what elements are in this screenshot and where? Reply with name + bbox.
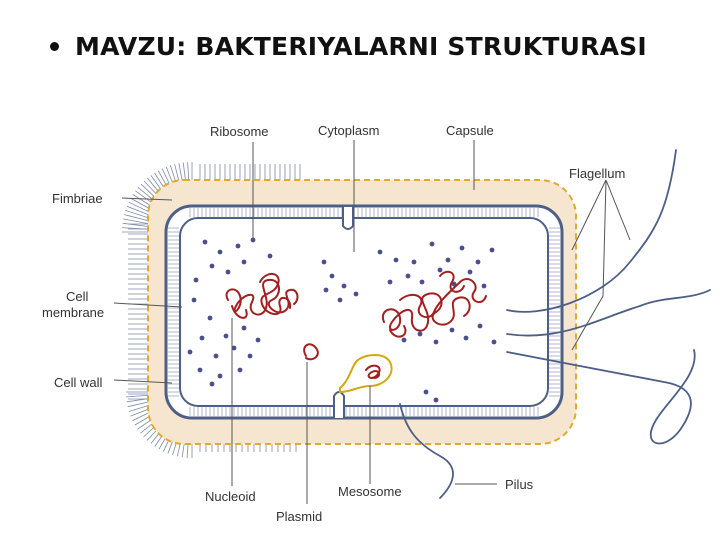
ribosome-dot bbox=[329, 273, 335, 279]
ribosome-dot bbox=[209, 381, 215, 387]
ribosome-dot bbox=[353, 291, 359, 297]
ribosome-dot bbox=[489, 247, 495, 253]
ribosome-dot bbox=[197, 367, 203, 373]
plasmid bbox=[303, 343, 319, 361]
ribosomes bbox=[187, 237, 497, 403]
label-cell-membrane-line2: membrane bbox=[42, 305, 104, 320]
label-cell-membrane-line1: Cell bbox=[66, 289, 89, 304]
mesosome bbox=[339, 354, 393, 394]
ribosome-dot bbox=[481, 283, 487, 289]
ribosome-dot bbox=[341, 283, 347, 289]
ribosome-dot bbox=[321, 259, 327, 265]
ribosome-dot bbox=[337, 297, 343, 303]
ribosome-dot bbox=[467, 269, 473, 275]
label-cell-wall: Cell wall bbox=[54, 375, 103, 390]
ribosome-dot bbox=[387, 279, 393, 285]
ribosome-dot bbox=[237, 367, 243, 373]
cell-wall-texture bbox=[168, 208, 560, 416]
slide-title-text: MAVZU: BAKTERIYALARNI STRUKTURASI bbox=[75, 31, 647, 61]
ribosome-dot bbox=[191, 297, 197, 303]
ribosome-dot bbox=[235, 243, 241, 249]
ribosome-dot bbox=[475, 259, 481, 265]
flagellum-2 bbox=[506, 289, 711, 337]
flagellum-1 bbox=[506, 149, 677, 313]
ribosome-dot bbox=[213, 353, 219, 359]
ribosome-dot bbox=[207, 315, 213, 321]
label-cytoplasm: Cytoplasm bbox=[318, 123, 379, 138]
ribosome-dot bbox=[323, 287, 329, 293]
cell-membrane bbox=[179, 217, 549, 407]
label-ribosome: Ribosome bbox=[210, 124, 269, 139]
ribosome-dot bbox=[223, 333, 229, 339]
ribosome-dot bbox=[241, 325, 247, 331]
ribosome-dot bbox=[267, 253, 273, 259]
ribosome-dot bbox=[187, 349, 193, 355]
ribosome-dot bbox=[433, 397, 439, 403]
ribosome-dot bbox=[477, 323, 483, 329]
ribosome-dot bbox=[437, 267, 443, 273]
leader-lines bbox=[113, 140, 631, 504]
bullet-icon bbox=[50, 41, 59, 51]
ribosome-dot bbox=[231, 345, 237, 351]
slide-title: MAVZU: BAKTERIYALARNI STRUKTURASI bbox=[50, 26, 710, 66]
label-nucleoid: Nucleoid bbox=[205, 489, 256, 504]
ribosome-dot bbox=[459, 245, 465, 251]
ribosome-dot bbox=[217, 249, 223, 255]
ribosome-dot bbox=[193, 277, 199, 283]
ribosome-dot bbox=[247, 353, 253, 359]
flagella bbox=[506, 149, 711, 445]
label-plasmid: Plasmid bbox=[276, 509, 322, 524]
membrane-fold-top bbox=[342, 207, 354, 230]
ribosome-dot bbox=[445, 257, 451, 263]
label-pilus: Pilus bbox=[505, 477, 534, 492]
ribosome-dot bbox=[429, 241, 435, 247]
ribosome-dot bbox=[451, 281, 457, 287]
flagellum-3 bbox=[506, 349, 696, 445]
ribosome-dot bbox=[225, 269, 231, 275]
ribosome-dot bbox=[217, 373, 223, 379]
ribosome-dot bbox=[393, 257, 399, 263]
ribosome-dot bbox=[241, 259, 247, 265]
ribosome-dot bbox=[377, 249, 383, 255]
ribosome-dot bbox=[423, 389, 429, 395]
ribosome-dot bbox=[417, 331, 423, 337]
ribosome-dot bbox=[463, 335, 469, 341]
ribosome-dot bbox=[411, 259, 417, 265]
ribosome-dot bbox=[202, 239, 208, 245]
nucleoid-dna-left bbox=[225, 273, 299, 319]
ribosome-dot bbox=[405, 273, 411, 279]
ribosome-dot bbox=[199, 335, 205, 341]
ribosome-dot bbox=[449, 327, 455, 333]
pilus bbox=[399, 403, 454, 499]
membrane-fold-bottom bbox=[333, 391, 345, 418]
ribosome-dot bbox=[255, 337, 261, 343]
label-capsule: Capsule bbox=[446, 123, 494, 138]
ribosome-dot bbox=[433, 339, 439, 345]
label-flagellum: Flagellum bbox=[569, 166, 625, 181]
nucleoid-dna-right bbox=[381, 270, 487, 338]
ribosome-dot bbox=[401, 337, 407, 343]
ribosome-dot bbox=[491, 339, 497, 345]
label-fimbriae: Fimbriae bbox=[52, 191, 103, 206]
ribosome-dot bbox=[209, 263, 215, 269]
label-mesosome: Mesosome bbox=[338, 484, 402, 499]
ribosome-dot bbox=[419, 279, 425, 285]
